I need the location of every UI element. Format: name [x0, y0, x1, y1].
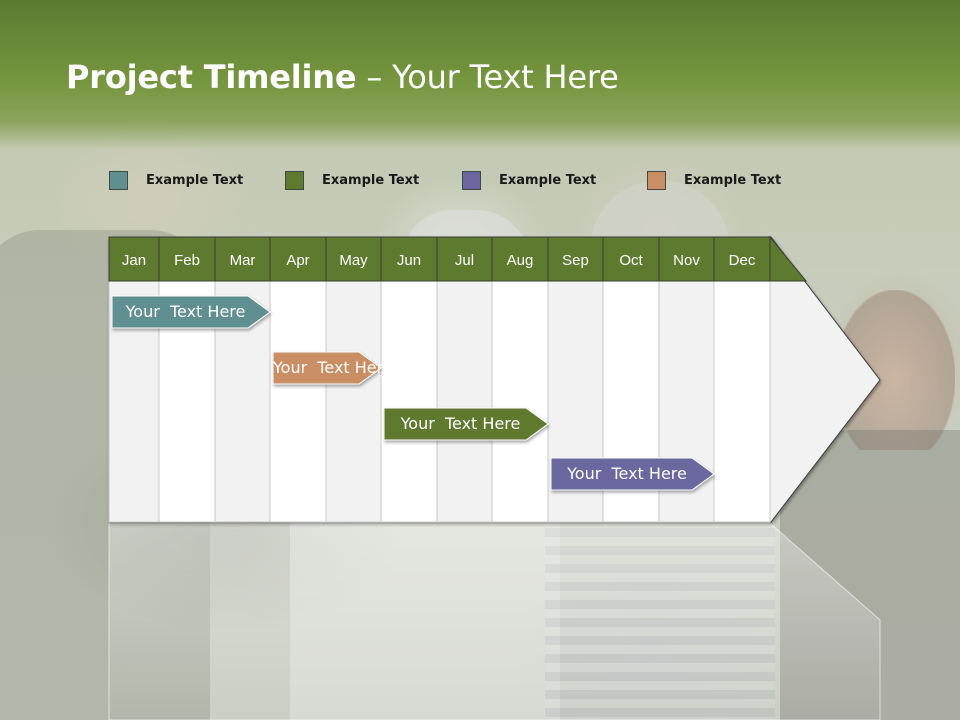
- task-bar-label: Your Text Here: [400, 414, 521, 433]
- month-label: May: [339, 252, 368, 269]
- month-header-cell: [214, 236, 271, 282]
- month-label: Sep: [562, 252, 589, 269]
- month-header-cell: [325, 236, 382, 282]
- legend-label: Example Text: [146, 173, 244, 188]
- month-label: Jan: [122, 252, 146, 269]
- month-label: Apr: [286, 252, 309, 269]
- legend-swatch: [462, 171, 481, 190]
- task-bar-label: Your Text Here: [273, 358, 393, 377]
- timeline-reflection: [108, 523, 881, 720]
- month-label: Aug: [507, 252, 534, 269]
- month-label: Mar: [230, 252, 256, 269]
- slide-title-rest: – Your Text Here: [356, 58, 619, 96]
- legend-swatch: [285, 171, 304, 190]
- title-banner: Project Timeline – Your Text Here: [0, 0, 960, 150]
- legend-label: Example Text: [499, 173, 597, 188]
- month-column: [269, 280, 327, 523]
- task-bars: [111, 295, 715, 491]
- month-header-cell: [269, 236, 327, 282]
- slide-title[interactable]: Project Timeline – Your Text Here: [66, 58, 619, 96]
- slide-title-bold: Project Timeline: [66, 58, 357, 96]
- month-column: [325, 280, 382, 523]
- legend-swatch: [109, 171, 128, 190]
- timeline-header-arrow-tip: [769, 235, 808, 282]
- task-bar[interactable]: [550, 457, 715, 491]
- task-bar-label: Your Text Here: [125, 302, 246, 321]
- month-header-cell: [158, 236, 216, 282]
- month-label: Jun: [397, 252, 421, 269]
- legend-swatch: [647, 171, 666, 190]
- task-bar-label: Your Text Here: [567, 464, 687, 483]
- month-label: Jul: [455, 252, 474, 269]
- month-header-cell: [491, 236, 549, 282]
- legend-label: Example Text: [322, 173, 420, 188]
- month-column: [380, 280, 438, 523]
- month-label: Dec: [729, 252, 756, 269]
- month-header-cell: [436, 236, 493, 282]
- month-column: [713, 280, 771, 523]
- task-bar[interactable]: [272, 351, 382, 385]
- month-label: Feb: [174, 252, 200, 269]
- month-column: [491, 280, 549, 523]
- month-header-cell: [713, 236, 771, 282]
- month-label: Nov: [673, 252, 700, 269]
- month-label: Oct: [619, 252, 643, 269]
- task-bar[interactable]: [383, 407, 549, 441]
- month-header-cell: [658, 236, 715, 282]
- month-column: [436, 280, 493, 523]
- month-header-cell: [108, 236, 160, 282]
- month-header-cell: [380, 236, 438, 282]
- task-bar[interactable]: [111, 295, 271, 329]
- legend-label: Example Text: [684, 173, 782, 188]
